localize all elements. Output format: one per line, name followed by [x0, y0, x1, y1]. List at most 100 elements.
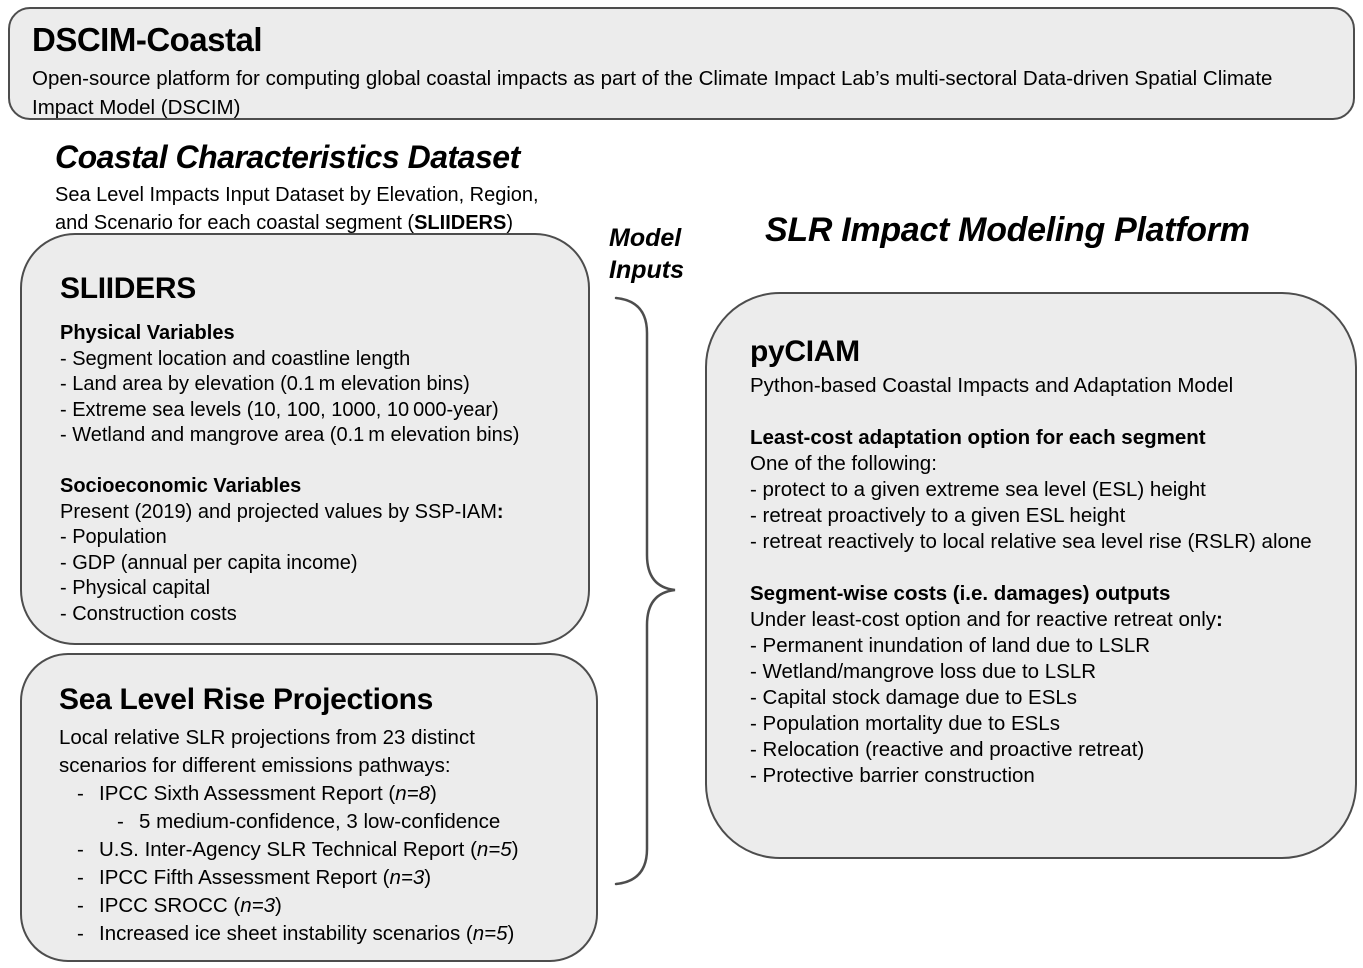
text-line: Physical Variables: [60, 321, 570, 347]
list-dash: -: [77, 866, 84, 889]
text-segment: n=5: [472, 922, 508, 945]
text-line: - Physical capital: [60, 576, 570, 602]
text-segment: - Land area by elevation (0.1 m elevatio…: [60, 373, 470, 395]
text-segment: ): [424, 866, 432, 889]
pyciam-box-subtitle: Python-based Coastal Impacts and Adaptat…: [750, 374, 1234, 397]
banner-description: Open-source platform for computing globa…: [32, 67, 1273, 119]
text-segment: Increased ice sheet instability scenario…: [99, 922, 473, 945]
slr-box-title: Sea Level Rise Projections: [59, 683, 434, 716]
text-line: One of the following:: [750, 451, 1337, 477]
text-line: - GDP (annual per capita income): [60, 551, 570, 577]
text-line: - Population: [60, 525, 570, 551]
text-line: -5 medium-confidence, 3 low-confidence: [59, 808, 582, 836]
text-line: - Construction costs: [60, 602, 570, 628]
model-inputs-label: Model Inputs: [609, 224, 684, 284]
text-segment: Under least-cost option and for reactive…: [750, 608, 1217, 631]
list-dash: -: [77, 782, 84, 805]
text-segment: n=3: [240, 894, 276, 917]
slr-box-intro: Local relative SLR projections from 23 d…: [59, 726, 475, 777]
coastal-dataset-subheading: Sea Level Impacts Input Dataset by Eleva…: [55, 181, 570, 237]
text-line: -IPCC Fifth Assessment Report (n=3): [59, 864, 582, 892]
pyciam-box: pyCIAM Python-based Coastal Impacts and …: [705, 292, 1357, 859]
text-segment: n=3: [389, 866, 425, 889]
text-segment: ): [430, 782, 437, 805]
text-segment: - Protective barrier construction: [750, 764, 1035, 787]
text-segment: IPCC Fifth Assessment Report (: [99, 866, 390, 889]
text-line: - Capital stock damage due to ESLs: [750, 685, 1337, 711]
text-line: Least-cost adaptation option for each se…: [750, 425, 1337, 451]
text-segment: - retreat proactively to a given ESL hei…: [750, 504, 1126, 527]
text-line: -IPCC SROCC (n=3): [59, 892, 582, 920]
text-segment: SLIIDERS: [414, 212, 507, 234]
text-line: Segment-wise costs (i.e. damages) output…: [750, 581, 1337, 607]
text-segment: - Population mortality due to ESLs: [750, 712, 1060, 735]
text-line: - Wetland/mangrove loss due to LSLR: [750, 659, 1337, 685]
text-segment: Sea Level Impacts Input Dataset by Eleva…: [55, 184, 539, 234]
text-line: - Permanent inundation of land due to LS…: [750, 633, 1337, 659]
coastal-dataset-heading: Coastal Characteristics Dataset: [55, 139, 520, 175]
text-segment: - Extreme sea levels (10, 100, 1000, 10 …: [60, 398, 499, 421]
dscim-banner: DSCIM-Coastal Open-source platform for c…: [8, 7, 1355, 120]
text-segment: ): [511, 838, 519, 861]
text-segment: - Relocation (reactive and proactive ret…: [750, 738, 1145, 761]
pyciam-box-content: Least-cost adaptation option for each se…: [750, 399, 1337, 789]
text-segment: - Capital stock damage due to ESLs: [750, 686, 1078, 709]
banner-title: DSCIM-Coastal: [32, 21, 263, 58]
text-line: - Land area by elevation (0.1 m elevatio…: [60, 372, 570, 398]
text-segment: IPCC SROCC (: [99, 894, 241, 917]
text-segment: 5 medium-confidence, 3 low-confidence: [139, 810, 501, 833]
text-segment: ): [507, 922, 515, 945]
text-segment: - protect to a given extreme sea level (…: [750, 478, 1206, 501]
text-segment: - Population: [60, 526, 167, 548]
text-segment: ): [275, 894, 282, 917]
text-segment: Physical Variables: [60, 322, 235, 344]
slr-platform-heading: SLR Impact Modeling Platform: [765, 211, 1250, 249]
text-segment: U.S. Inter-Agency SLR Technical Report (: [99, 838, 477, 861]
text-line: -U.S. Inter-Agency SLR Technical Report …: [59, 836, 582, 864]
text-line: - retreat reactively to local relative s…: [750, 529, 1337, 555]
text-segment: - Physical capital: [60, 577, 211, 599]
text-segment: One of the following:: [750, 452, 937, 475]
sliders-box: SLIIDERS Physical Variables - Segment loc…: [20, 233, 590, 645]
sliders-box-content: Physical Variables - Segment location and…: [60, 321, 570, 627]
text-segment: - Segment location and coastline length: [60, 347, 411, 370]
text-segment: Socioeconomic Variables: [60, 475, 302, 497]
text-segment: n=5: [476, 838, 512, 861]
text-segment: Present (2019) and projected values by S…: [60, 500, 497, 523]
text-line: - Population mortality due to ESLs: [750, 711, 1337, 737]
text-segment: :: [1216, 608, 1223, 631]
text-segment: - Wetland and mangrove area (0.1 m eleva…: [60, 424, 520, 446]
text-line: - Extreme sea levels (10, 100, 1000, 10 …: [60, 398, 570, 424]
text-line: Under least-cost option and for reactive…: [750, 607, 1337, 633]
text-line: -IPCC Sixth Assessment Report (n=8): [59, 780, 582, 808]
list-dash: -: [77, 922, 84, 945]
list-dash: -: [77, 838, 84, 861]
text-line: - protect to a given extreme sea level (…: [750, 477, 1337, 503]
text-segment: Least-cost adaptation option for each se…: [750, 426, 1206, 449]
text-line: -Increased ice sheet instability scenari…: [59, 920, 582, 948]
text-segment: ): [506, 212, 514, 234]
text-line: - Wetland and mangrove area (0.1 m eleva…: [60, 423, 570, 449]
text-line: - Relocation (reactive and proactive ret…: [750, 737, 1337, 763]
text-segment: - Construction costs: [60, 602, 237, 625]
pyciam-box-title: pyCIAM: [750, 335, 860, 368]
slr-projections-box: Sea Level Rise Projections Local relativ…: [20, 653, 598, 962]
coastal-dataset-heading-block: Coastal Characteristics Dataset Sea Leve…: [55, 138, 570, 237]
text-line: Present (2019) and projected values by S…: [60, 500, 570, 526]
text-line: Socioeconomic Variables: [60, 474, 570, 500]
text-segment: - GDP (annual per capita income): [60, 551, 358, 574]
text-line: - retreat proactively to a given ESL hei…: [750, 503, 1337, 529]
list-dash: -: [117, 810, 124, 833]
curly-brace-icon: [614, 296, 676, 886]
text-line: - Segment location and coastline length: [60, 347, 570, 373]
list-dash: -: [77, 894, 84, 917]
text-segment: Segment-wise costs (i.e. damages) output…: [750, 582, 1171, 605]
sliders-box-title: SLIIDERS: [60, 272, 196, 305]
text-segment: - Permanent inundation of land due to LS…: [750, 634, 1151, 657]
text-segment: n=8: [395, 782, 430, 805]
slr-box-content: -IPCC Sixth Assessment Report (n=8)-5 me…: [59, 780, 582, 948]
text-segment: IPCC Sixth Assessment Report (: [99, 782, 396, 805]
text-line: - Protective barrier construction: [750, 763, 1337, 789]
text-segment: :: [496, 500, 504, 523]
